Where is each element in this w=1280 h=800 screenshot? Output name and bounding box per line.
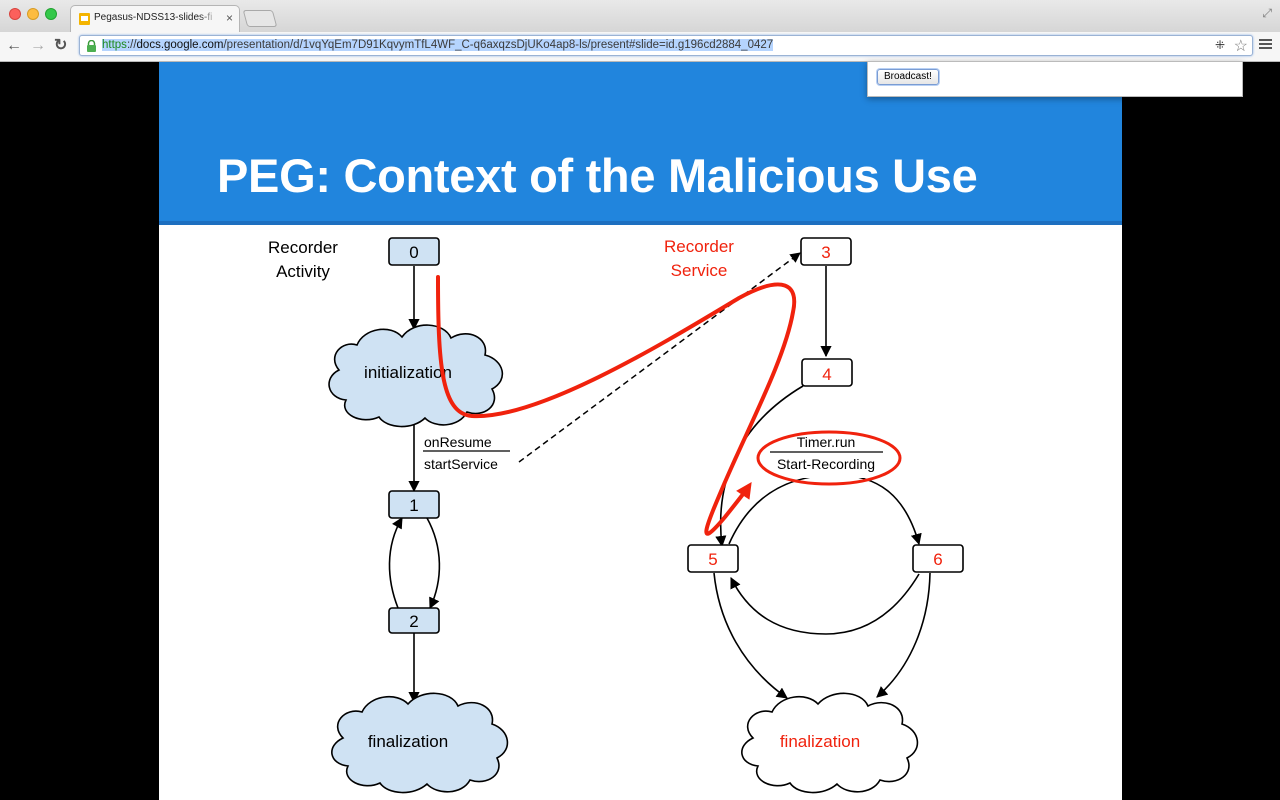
extension-icon[interactable]: ⁜ xyxy=(1214,38,1225,52)
state-node-5 xyxy=(687,544,739,573)
fullscreen-icon[interactable]: ⤢ xyxy=(1262,6,1272,20)
minimize-window-button[interactable] xyxy=(27,8,39,20)
state-node-5-label: 5 xyxy=(708,550,717,569)
state-node-0 xyxy=(388,237,440,266)
state-node-1 xyxy=(388,490,440,519)
highlight-ellipse xyxy=(756,430,902,486)
state-node-3-label: 3 xyxy=(821,243,830,262)
bookmark-star-icon[interactable]: ☆ xyxy=(1233,38,1248,55)
right-column-heading-line1: Recorder xyxy=(664,237,734,256)
url-separator: :// xyxy=(126,39,137,51)
tab-title: Pegasus-NDSS13-slides-fi xyxy=(94,12,213,23)
forward-button[interactable]: → xyxy=(30,37,46,54)
browser-tab[interactable]: Pegasus-NDSS13-slides-fi × xyxy=(70,5,240,32)
right-column-heading-line2: Service xyxy=(671,261,728,280)
tab-close-icon[interactable]: × xyxy=(225,11,233,25)
zoom-window-button[interactable] xyxy=(45,8,57,20)
window-titlebar: Pegasus-NDSS13-slides-fi × ⤢ xyxy=(0,0,1280,33)
edge-6-to-final xyxy=(876,572,931,698)
reload-button[interactable]: ↻ xyxy=(54,37,68,54)
state-node-2 xyxy=(388,607,440,634)
state-diagram: Recorder Activity Recorder Service onRes… xyxy=(268,237,964,794)
cloud-finalization-right xyxy=(741,692,919,794)
left-column-heading-line1: Recorder xyxy=(268,238,338,257)
extension-popup: Broadcast! xyxy=(867,61,1243,97)
presentation-slide: PEG: Context of the Malicious Use Record… xyxy=(159,62,1122,800)
edge-6-to-5 xyxy=(730,573,920,635)
state-node-4 xyxy=(801,358,853,387)
url-host: docs.google.com xyxy=(136,39,224,51)
cloud-finalization-right-label: finalization xyxy=(780,732,860,751)
state-node-2-label: 2 xyxy=(409,612,418,631)
chrome-menu-icon[interactable] xyxy=(1259,39,1272,50)
slide-title: PEG: Context of the Malicious Use xyxy=(217,149,978,202)
close-window-button[interactable] xyxy=(9,8,21,20)
edge-label-startservice: startService xyxy=(424,456,498,472)
back-button[interactable]: ← xyxy=(6,37,22,54)
timer-label-start-recording: Start-Recording xyxy=(777,456,875,472)
edge-label-onresume: onResume xyxy=(424,434,492,450)
timer-label-background xyxy=(763,448,891,478)
url-path: /presentation/d/1vqYqEm7D91KqvymTfL4WF_C… xyxy=(223,39,774,51)
google-slides-icon xyxy=(79,13,90,25)
state-node-3 xyxy=(800,237,852,266)
state-node-0-label: 0 xyxy=(409,243,418,262)
highlight-arrow xyxy=(436,275,797,536)
new-tab-button[interactable] xyxy=(242,10,278,27)
cloud-finalization-left-label: finalization xyxy=(368,732,448,751)
url-scheme: https xyxy=(102,39,127,51)
edge-2-to-1 xyxy=(388,517,403,609)
state-node-1-label: 1 xyxy=(409,496,418,515)
state-node-6-label: 6 xyxy=(933,550,942,569)
edge-startservice-to-3 xyxy=(518,252,801,463)
state-node-4-label: 4 xyxy=(822,365,831,384)
broadcast-button[interactable]: Broadcast! xyxy=(877,69,939,85)
browser-toolbar: ← → ↻ https://docs.google.com/presentati… xyxy=(0,32,1280,62)
address-bar[interactable]: https://docs.google.com/presentation/d/1… xyxy=(79,35,1253,56)
cloud-initialization-label: initialization xyxy=(364,363,452,382)
left-column-heading-line2: Activity xyxy=(276,262,330,281)
edge-5-to-final xyxy=(713,572,788,699)
url-text[interactable]: https://docs.google.com/presentation/d/1… xyxy=(102,39,774,51)
cloud-initialization xyxy=(328,324,504,428)
lock-icon xyxy=(87,40,96,52)
edge-1-to-2 xyxy=(426,517,441,610)
state-node-6 xyxy=(912,544,964,573)
timer-label-timer-run: Timer.run xyxy=(797,434,856,450)
cloud-finalization-left xyxy=(331,692,509,794)
